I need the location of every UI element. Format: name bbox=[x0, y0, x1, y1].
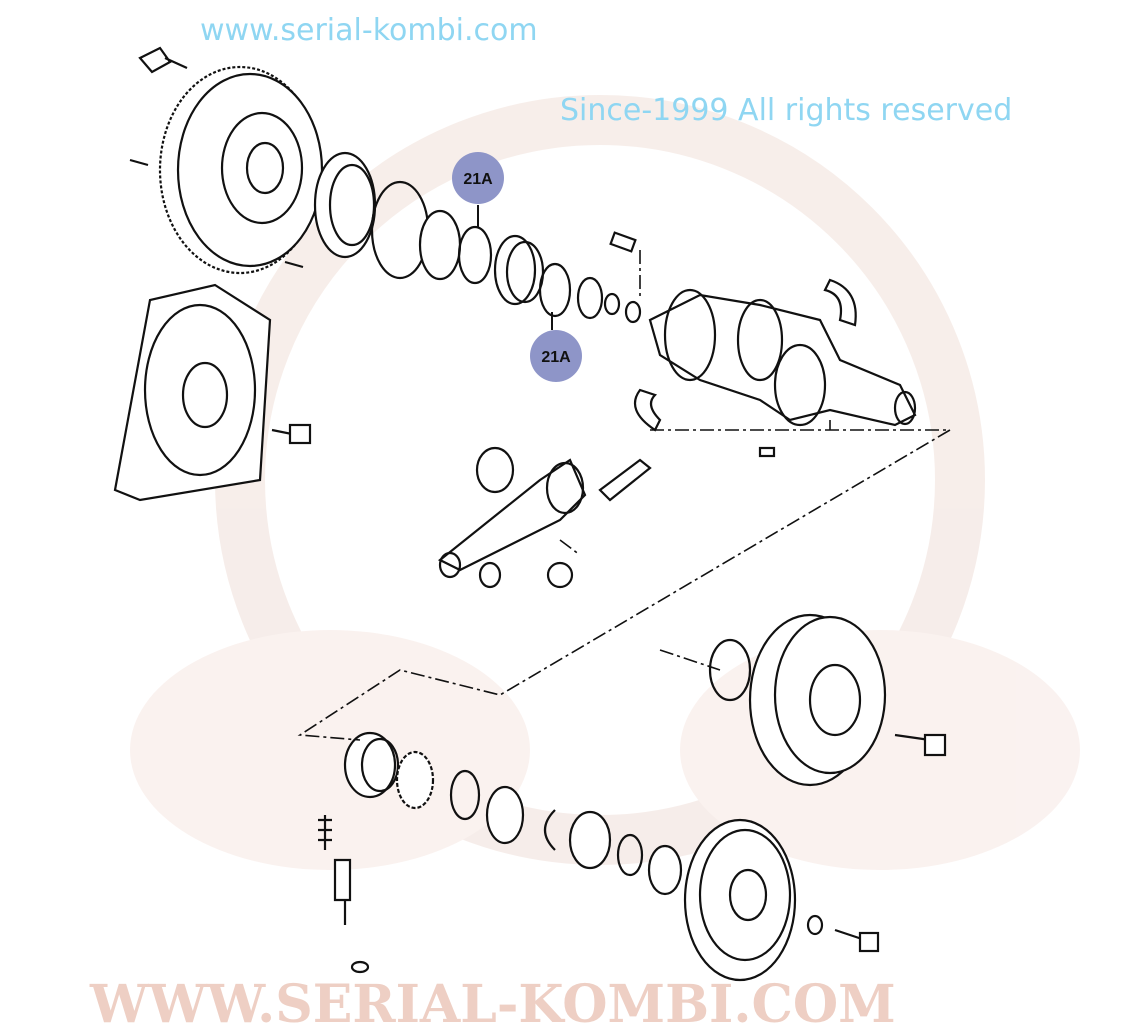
lower-gear-train bbox=[318, 731, 880, 982]
callout-label: 21A bbox=[541, 349, 571, 366]
watermark-logo-text: WWW.SERIAL-KOMBI.COM bbox=[89, 974, 896, 1032]
callout-21a-top[interactable]: 21A bbox=[452, 152, 504, 228]
watermark-url: www.serial-kombi.com bbox=[200, 13, 538, 48]
callout-21a-bottom[interactable]: 21A bbox=[530, 312, 582, 382]
vibration-damper bbox=[708, 613, 947, 787]
alignment-lines bbox=[297, 250, 953, 741]
drive-plate bbox=[113, 283, 312, 502]
flywheel bbox=[129, 46, 324, 275]
watermark-since: Since-1999 All rights reserved bbox=[560, 93, 1012, 128]
callout-label: 21A bbox=[463, 171, 493, 188]
connecting-rod bbox=[437, 446, 652, 589]
crankshaft bbox=[633, 278, 917, 458]
seal-rings bbox=[313, 151, 642, 324]
